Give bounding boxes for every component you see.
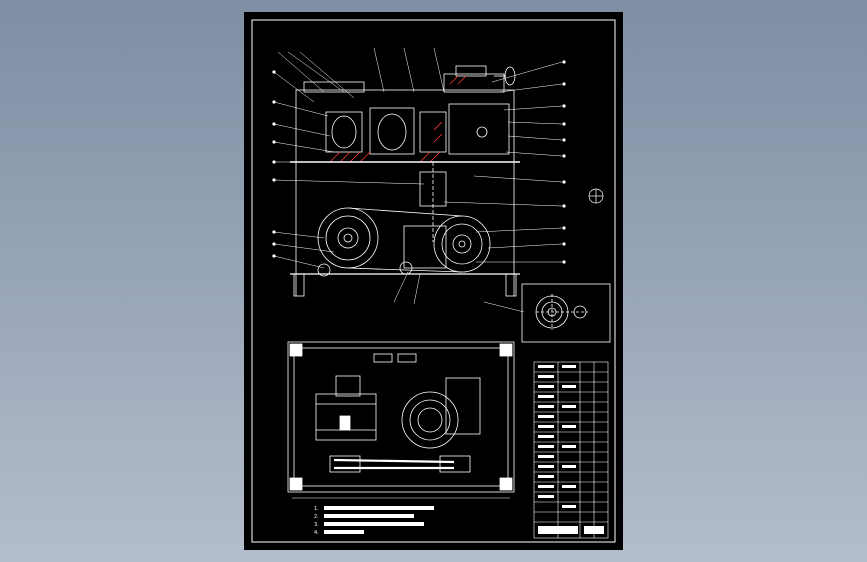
pulley-icon bbox=[433, 215, 491, 273]
roller-left bbox=[325, 111, 363, 153]
assembly-drawing: 1. 2. 3. 4. bbox=[251, 19, 616, 543]
side-view bbox=[483, 283, 611, 343]
bom-rows bbox=[534, 371, 608, 523]
top-view bbox=[287, 341, 515, 499]
section-hatch bbox=[329, 75, 467, 163]
title-block bbox=[533, 361, 609, 539]
front-view bbox=[272, 47, 566, 305]
note-4: 4. bbox=[314, 530, 319, 536]
pulley-icon bbox=[317, 207, 379, 269]
note-2: 2. bbox=[314, 514, 319, 520]
side-block bbox=[448, 103, 510, 155]
detail-mark bbox=[588, 188, 604, 204]
top-bearing-cap bbox=[443, 73, 505, 93]
inner-border bbox=[251, 19, 616, 543]
note-1: 1. bbox=[314, 506, 319, 512]
handwheel-icon bbox=[494, 66, 516, 86]
drawing-sheet: 1. 2. 3. 4. bbox=[244, 12, 623, 550]
pulley-icon bbox=[401, 377, 481, 449]
technical-notes: 1. 2. 3. 4. bbox=[314, 506, 434, 536]
gearbox-icon bbox=[403, 225, 447, 269]
note-3: 3. bbox=[314, 522, 319, 528]
roller-center bbox=[369, 107, 415, 155]
motor-icon bbox=[315, 375, 377, 441]
